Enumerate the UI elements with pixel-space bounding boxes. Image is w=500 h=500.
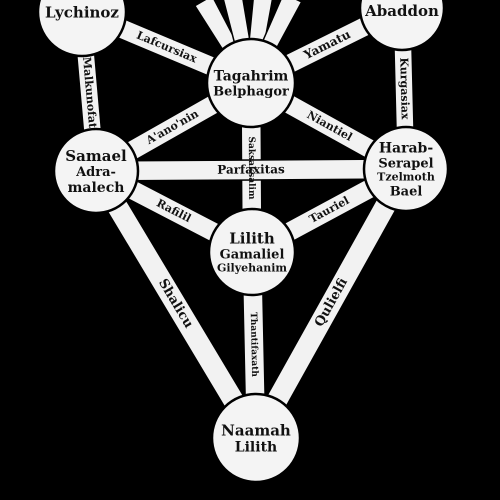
sphere-circle xyxy=(210,392,302,484)
sphere-name-line: Gilyehanim xyxy=(217,262,287,275)
sphere-name-line: malech xyxy=(68,180,125,196)
path-label-center-to-bottom: Thantifaxath xyxy=(248,312,259,377)
sphere-circle xyxy=(205,37,297,129)
sphere-top-right: Abaddon xyxy=(358,0,446,52)
sphere-name-line: Lilith xyxy=(235,440,277,456)
sphere-name-line: Abaddon xyxy=(364,2,439,20)
sphere-name-line: Bael xyxy=(390,185,423,200)
sphere-name-line: Serapel xyxy=(378,157,433,172)
sphere-name-line: Tzelmoth xyxy=(377,171,435,184)
sphere-circle xyxy=(362,125,450,213)
sphere-name-line: Lychinoz xyxy=(45,4,119,22)
path-label-left-to-right: Parfaxitas xyxy=(217,162,285,176)
sphere-name-line: Lilith xyxy=(229,230,275,248)
sphere-name-line: Harab- xyxy=(379,141,434,157)
sphere-circle xyxy=(207,207,297,297)
sphere-name-line: Gamaliel xyxy=(220,248,285,263)
path-label-left-vertical: Malkunofat xyxy=(80,56,99,129)
sphere-name-line: Tagahrim xyxy=(214,69,289,85)
sphere-circle xyxy=(358,0,446,52)
sphere-circle xyxy=(52,127,140,215)
sphere-name-line: Naamah xyxy=(221,422,291,440)
sphere-name-line: Adra- xyxy=(75,165,116,180)
sphere-circle xyxy=(36,0,128,58)
spheres: Lychinoz AbaddonTagahrimBelphagorSamaelAd… xyxy=(36,0,450,484)
sphere-top-left: Lychinoz xyxy=(36,0,128,58)
path-label-right-vertical: Kurgasiax xyxy=(397,57,412,120)
sphere-name-line: Belphagor xyxy=(213,85,289,100)
path-label-centertop-to-center: Saksaksalim xyxy=(246,136,256,199)
sphere-name-line: Samael xyxy=(65,147,127,165)
